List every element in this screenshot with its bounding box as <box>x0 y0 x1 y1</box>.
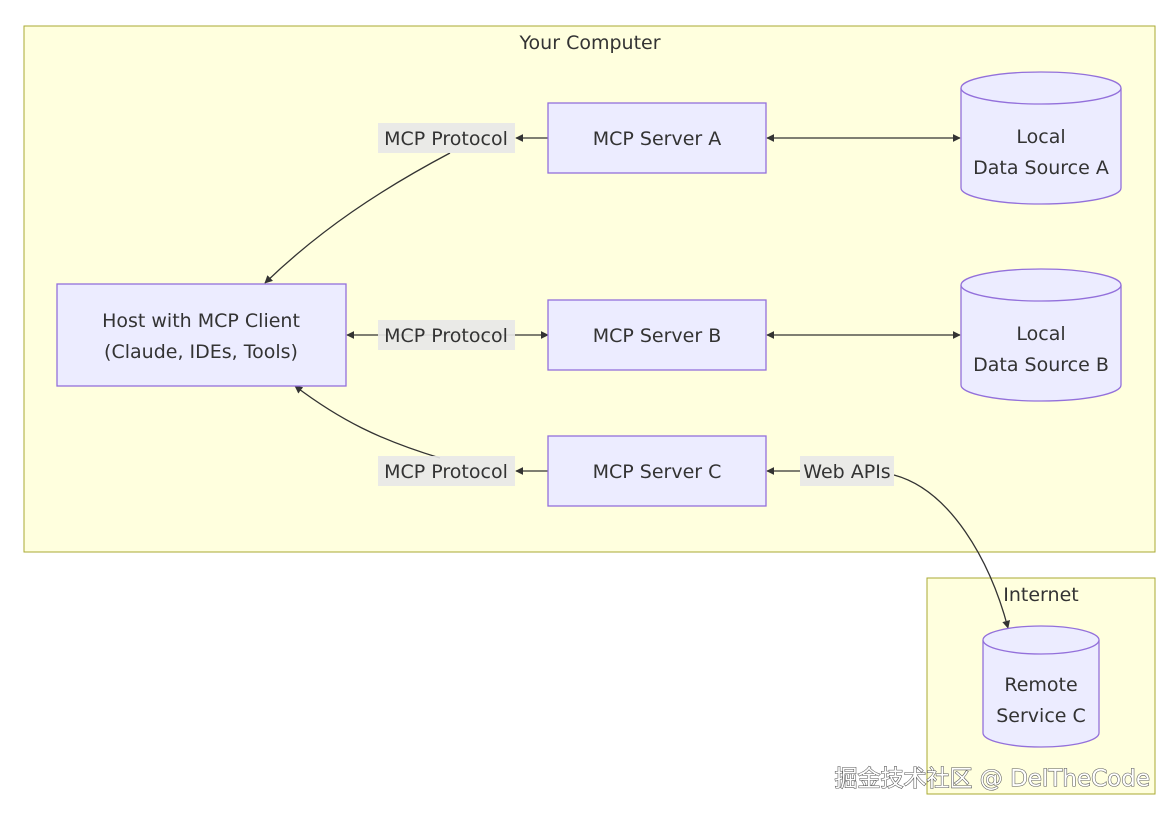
edge-label-host-server-a: MCP Protocol <box>378 123 515 153</box>
cluster-internet: Internet <box>926 577 1156 795</box>
node-local-data-source-a-line-1: Local <box>1016 126 1065 148</box>
node-mcp-server-c-box <box>547 435 767 507</box>
edge-host-server-c <box>294 385 441 459</box>
node-local-data-source-a-line-2: Data Source A <box>973 157 1109 179</box>
edge-label-host-server-b: MCP Protocol <box>378 320 515 350</box>
node-mcp-server-c-label: MCP Server C <box>593 461 722 483</box>
node-remote-service-c-line-1: Remote <box>1004 674 1077 696</box>
node-local-data-source-b[interactable]: Local Data Source B <box>960 268 1122 402</box>
node-mcp-server-a[interactable]: MCP Server A <box>547 102 767 174</box>
edge-label-bg <box>800 456 894 486</box>
node-host-line-2: (Claude, IDEs, Tools) <box>104 341 298 363</box>
cluster-your-computer-title: Your Computer <box>518 32 660 54</box>
node-mcp-server-b-label: MCP Server B <box>593 325 722 347</box>
edge-host-server-a <box>264 152 451 284</box>
node-remote-service-c-line-2: Service C <box>996 705 1086 727</box>
node-mcp-server-b[interactable]: MCP Server B <box>547 299 767 371</box>
edge-label-server-c-remote: Web APIs <box>800 456 894 486</box>
cylinder-top-rim <box>982 639 1100 655</box>
cylinder-top-rim <box>960 87 1122 105</box>
edge-label-text: MCP Protocol <box>384 461 508 483</box>
edge-label-text: Web APIs <box>803 461 890 483</box>
edge-label-bg <box>378 456 515 486</box>
cylinder-top-rim <box>960 284 1122 302</box>
edge-label-bg <box>378 123 515 153</box>
cluster-internet-title: Internet <box>1003 584 1078 606</box>
node-mcp-server-a-box <box>547 102 767 174</box>
cylinder-body <box>960 71 1122 205</box>
node-host-line-1: Host with MCP Client <box>102 310 300 332</box>
node-remote-service-c[interactable]: Remote Service C <box>982 625 1100 748</box>
node-host-box <box>56 283 347 387</box>
node-local-data-source-b-line-2: Data Source B <box>973 354 1109 376</box>
cylinder-body <box>982 625 1100 748</box>
edge-label-host-server-c: MCP Protocol <box>378 456 515 486</box>
edge-label-text: MCP Protocol <box>384 325 508 347</box>
node-local-data-source-a[interactable]: Local Data Source A <box>960 71 1122 205</box>
edge-server-c-remote <box>893 474 1011 629</box>
node-mcp-server-c[interactable]: MCP Server C <box>547 435 767 507</box>
edge-label-text: MCP Protocol <box>384 128 508 150</box>
node-host[interactable]: Host with MCP Client (Claude, IDEs, Tool… <box>56 283 347 387</box>
node-mcp-server-b-box <box>547 299 767 371</box>
node-mcp-server-a-label: MCP Server A <box>593 128 722 150</box>
node-local-data-source-b-line-1: Local <box>1016 323 1065 345</box>
edge-label-bg <box>378 320 515 350</box>
watermark-text: 掘金技术社区 @ DelTheCode <box>834 766 1150 792</box>
cylinder-body <box>960 268 1122 402</box>
